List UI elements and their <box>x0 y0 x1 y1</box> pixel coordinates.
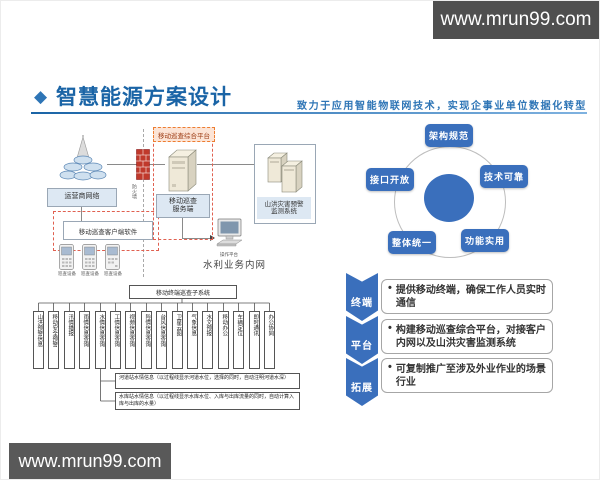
org-root-box: 移动终端巡查子系统 <box>129 285 237 299</box>
client-software-label: 移动巡查客户端软件 <box>63 221 153 240</box>
step-label: 平台 <box>351 340 373 352</box>
org-item-label: 即时通讯 <box>252 314 259 336</box>
step-label: 终端 <box>351 297 373 309</box>
principles-diagram: 架构规范 接口开放 技术可靠 整体统一 功能实用 <box>351 119 551 259</box>
device-label: 巡查设备 <box>81 271 99 276</box>
roadmap-list: 终端 • 提供移动终端，确保工作人员实时通信 平台 • 构建移动巡查综合平台，对… <box>339 269 591 419</box>
org-item-box: 视频信息查询 <box>125 311 136 369</box>
org-item-box: 台风信息查询 <box>156 311 167 369</box>
firewall-icon <box>136 149 150 185</box>
org-item-label: 移动办公 <box>221 314 228 336</box>
chevron-down-icon: 拓展 <box>346 358 378 406</box>
operator-label: 操作平台 <box>220 252 238 257</box>
org-item-label: 水文预报 <box>205 314 212 336</box>
warning-label-line1: 山洪灾害预警 <box>264 200 304 208</box>
intranet-label: 水利业务内网 <box>203 260 267 271</box>
network-diagram: 移动巡查综合平台 运营商网络 <box>31 126 331 284</box>
principle-box: 技术可靠 <box>480 165 528 188</box>
step-label: 拓展 <box>351 382 373 394</box>
watermark-top: www.mrun99.com <box>433 1 599 39</box>
org-chart-connectors <box>38 297 270 402</box>
principles-center-circle <box>424 174 474 222</box>
org-item-box: 即时通讯 <box>249 311 260 369</box>
org-item-box: 移动办公 <box>218 311 229 369</box>
device-label: 巡查设备 <box>104 271 122 276</box>
org-item-label: 工情信息查询 <box>113 314 120 347</box>
platform-label: 移动巡查综合平台 <box>153 127 215 142</box>
org-item-box: 水文预报 <box>202 311 213 369</box>
org-note: 水库站水情信息（以过程线显示水库水位、入库与出库流量的同时，自动计算入库与出库的… <box>115 392 300 410</box>
connector-line <box>182 238 211 239</box>
org-item-label: 台风信息查询 <box>159 314 166 347</box>
radio-tower-icon <box>59 134 107 191</box>
bullet-icon: • <box>388 361 392 373</box>
server-label-line1: 移动巡查 <box>169 197 197 205</box>
principle-box: 功能实用 <box>461 229 509 252</box>
phone-icon <box>105 244 120 275</box>
org-item-box: 水情信息查询 <box>95 311 106 369</box>
org-item-box: 汛情播报 <box>64 311 75 369</box>
dmz-dashed-line <box>143 129 144 277</box>
org-chart: 移动终端巡查子系统 山洪预警信息 移动安全预警 汛情播报 雨情信息查询 水情信息… <box>29 284 309 414</box>
title-diamond-icon: ◆ <box>34 87 48 106</box>
step-box: • 可复制推广至涉及外业作业的场景行业 <box>381 358 553 393</box>
watermark-bottom-text: www.mrun99.com <box>18 450 162 471</box>
connector-line <box>107 164 165 165</box>
org-item-box: 办公协同 <box>264 311 275 369</box>
device-label: 巡查设备 <box>58 271 76 276</box>
connector-line <box>81 205 82 221</box>
org-item-label: 车辆定位 <box>236 314 243 336</box>
inspection-server-label: 移动巡查 服务端 <box>156 194 210 218</box>
chevron-down-icon: 终端 <box>346 273 378 321</box>
step-text: 提供移动终端，确保工作人员实时通信 <box>395 284 546 309</box>
org-item-label: 雨情信息查询 <box>82 314 89 347</box>
principle-box: 架构规范 <box>425 124 473 147</box>
principle-box: 整体统一 <box>388 231 436 254</box>
firewall-label: 防火墙 <box>131 184 137 199</box>
bullet-icon: • <box>388 322 392 334</box>
bullet-icon: • <box>388 282 392 294</box>
org-item-label: 水情信息查询 <box>98 314 105 347</box>
org-item-label: 移动安全预警 <box>51 314 58 347</box>
org-item-label: 险情信息查询 <box>144 314 151 347</box>
step-text: 构建移动巡查综合平台，对接客户内网以及山洪灾害监测系统 <box>395 324 546 349</box>
chevron-down-icon: 平台 <box>346 316 378 364</box>
phone-icon <box>82 244 97 275</box>
page-title: 智慧能源方案设计 <box>56 86 232 109</box>
warning-label-line2: 监测系统 <box>271 208 297 215</box>
org-item-box: 车辆定位 <box>233 311 244 369</box>
workstation-icon <box>213 218 245 255</box>
title-underline <box>31 112 587 114</box>
org-item-box: 险情信息查询 <box>141 311 152 369</box>
warning-system-box: 山洪灾害预警 监测系统 <box>254 144 316 224</box>
server-label-line2: 服务端 <box>172 206 194 213</box>
warning-system-label: 山洪灾害预警 监测系统 <box>257 197 311 219</box>
connector-line <box>197 164 254 165</box>
org-item-box: 卫星云图 <box>172 311 183 369</box>
org-item-box: 移动安全预警 <box>48 311 59 369</box>
org-item-label: 气象信息 <box>190 314 197 336</box>
org-note: 河道站水情信息（以过程线显示河道水位，选择的同时，自动注明河道水深） <box>115 373 300 389</box>
org-item-label: 山洪预警信息 <box>36 314 43 347</box>
org-item-label: 视频信息查询 <box>128 314 135 347</box>
watermark-top-text: www.mrun99.com <box>440 9 592 30</box>
step-text: 可复制推广至涉及外业作业的场景行业 <box>395 363 546 388</box>
server-icon <box>165 148 197 197</box>
server-cluster-icon <box>265 149 305 200</box>
phone-icon <box>59 244 74 275</box>
org-item-label: 卫星云图 <box>175 314 182 336</box>
connector-line <box>182 216 183 238</box>
principle-box: 接口开放 <box>366 168 414 191</box>
watermark-bottom: www.mrun99.com <box>9 443 171 479</box>
org-item-box: 气象信息 <box>187 311 198 369</box>
carrier-network-label: 运营商网络 <box>47 188 117 207</box>
page-subtitle: 致力于应用智能物联网技术，实现企事业单位数据化转型 <box>297 101 587 112</box>
org-item-label: 汛情播报 <box>67 314 74 336</box>
org-item-box: 雨情信息查询 <box>79 311 90 369</box>
org-item-box: 工情信息查询 <box>110 311 121 369</box>
step-box: • 构建移动巡查综合平台，对接客户内网以及山洪灾害监测系统 <box>381 319 553 354</box>
org-item-label: 办公协同 <box>267 314 274 336</box>
org-item-box: 山洪预警信息 <box>33 311 44 369</box>
step-box: • 提供移动终端，确保工作人员实时通信 <box>381 279 553 314</box>
